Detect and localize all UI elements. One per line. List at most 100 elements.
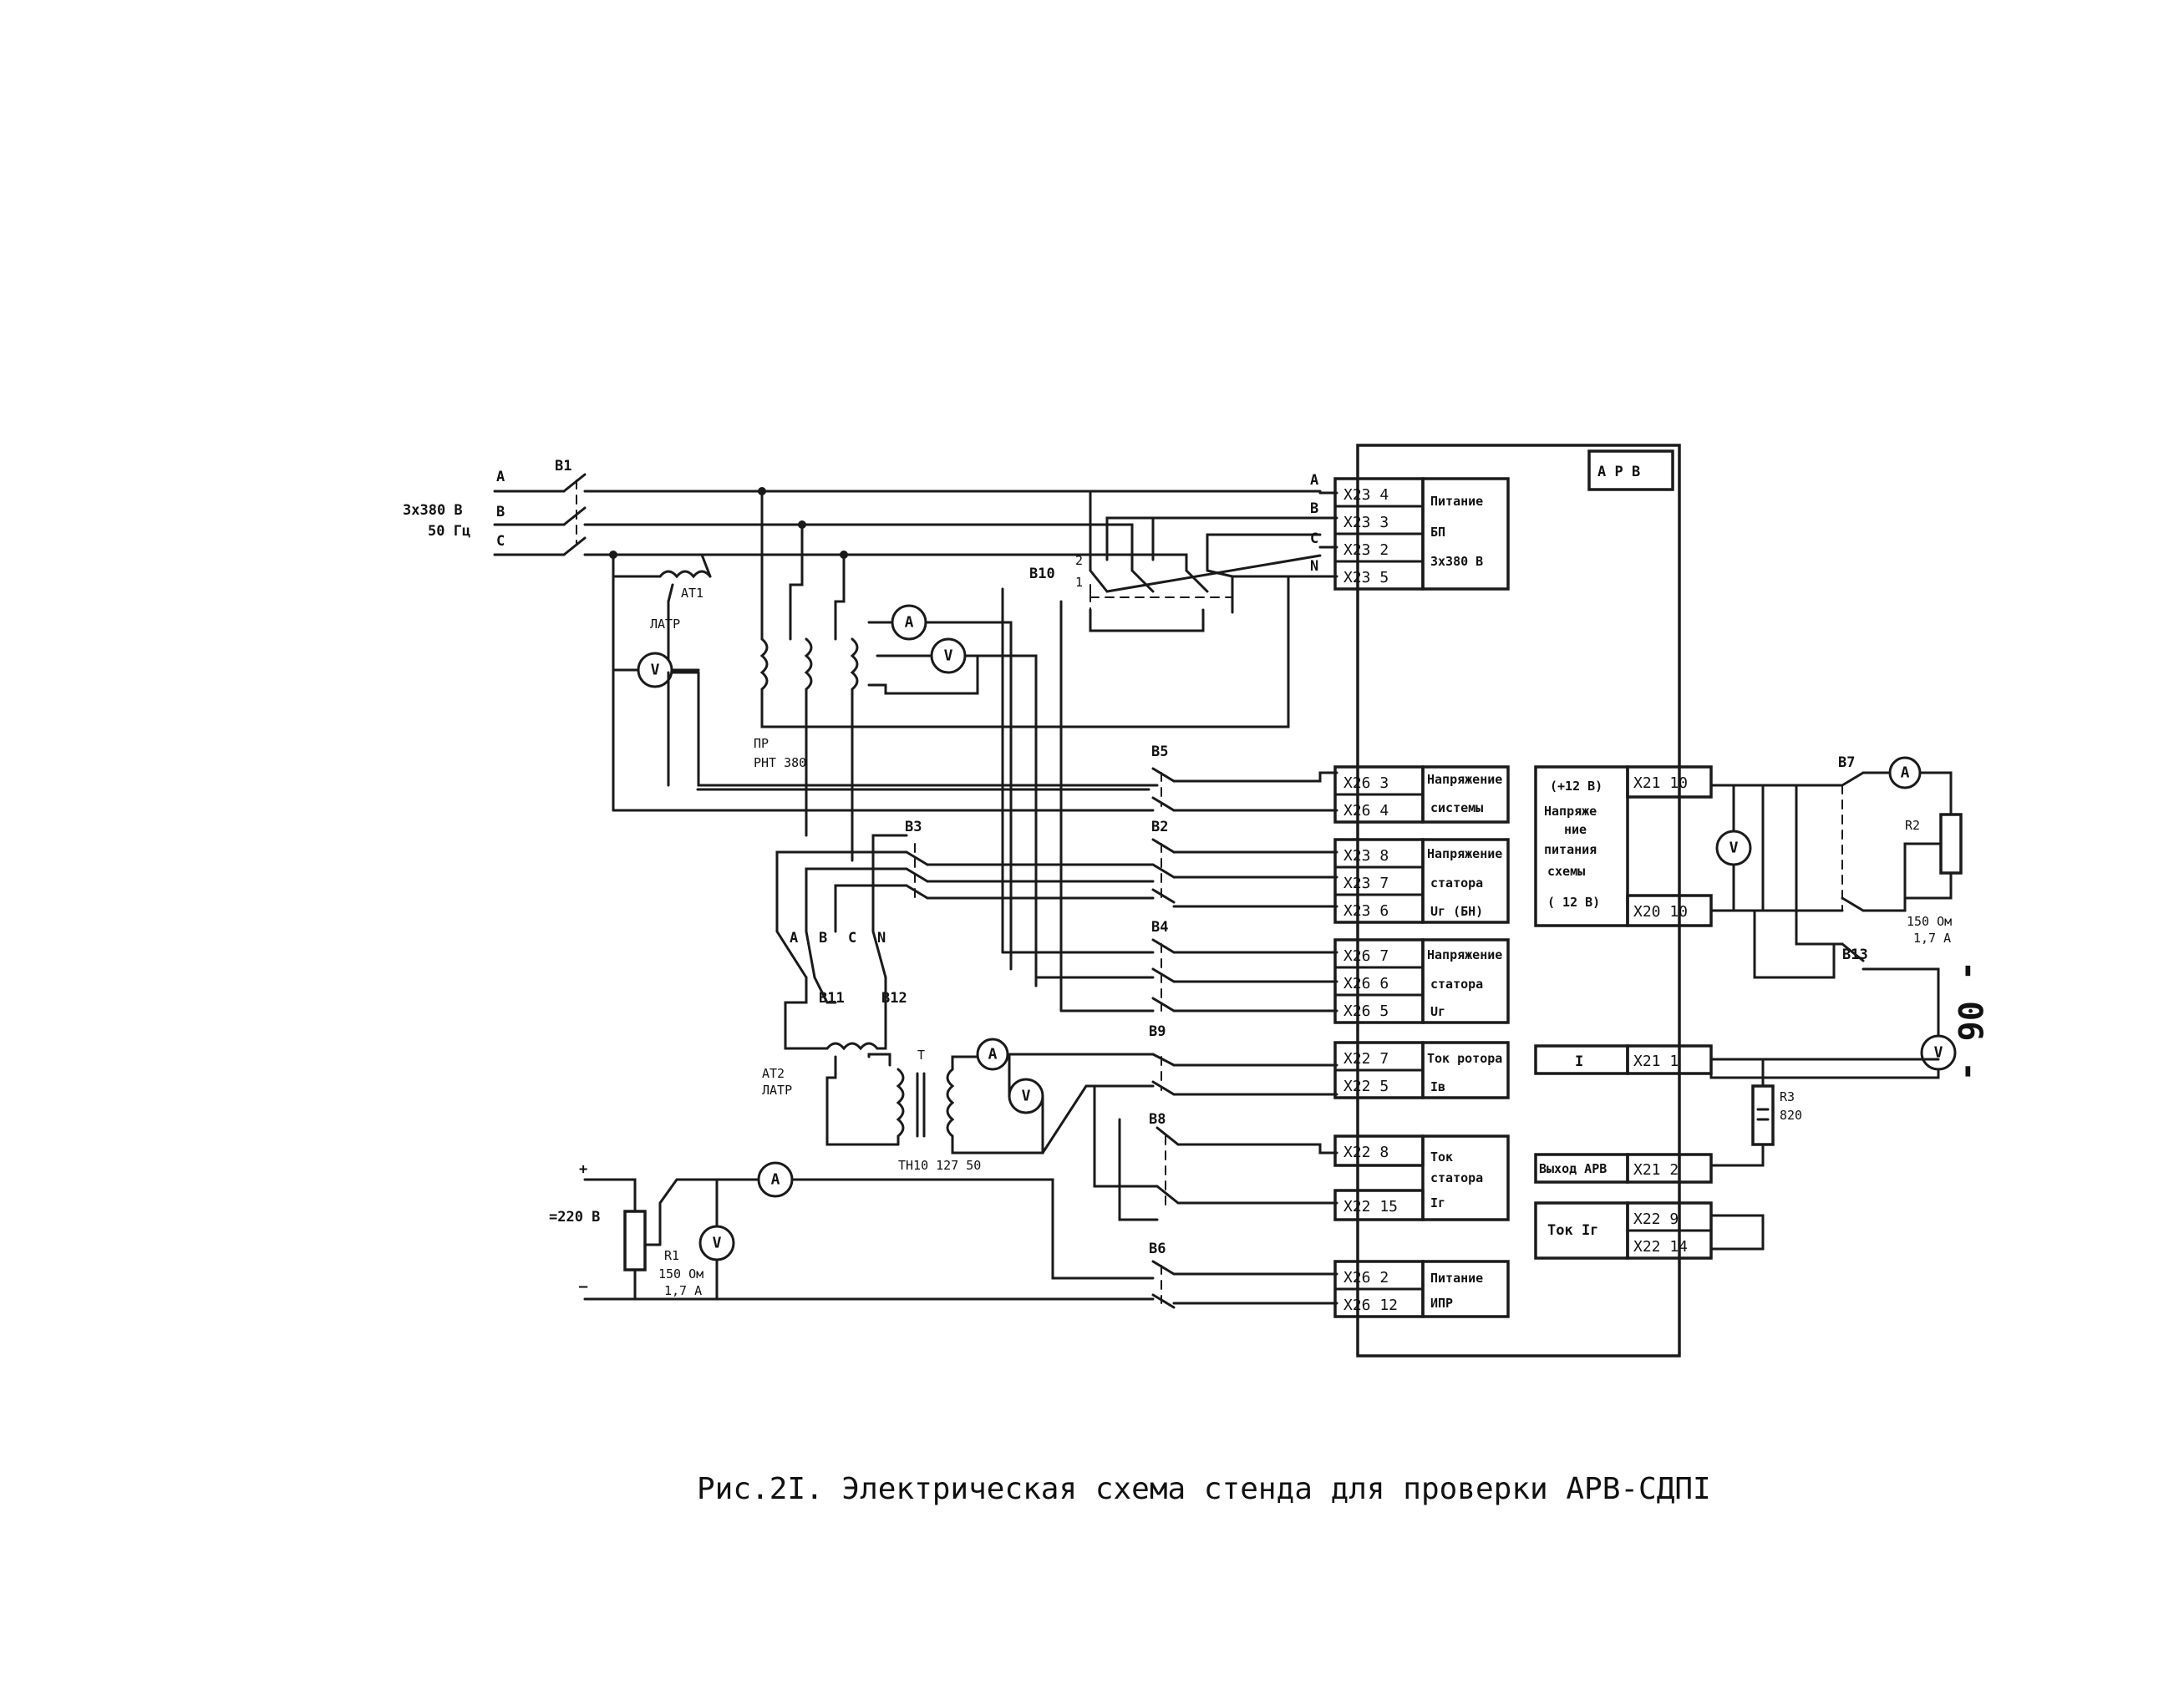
svg-text:2: 2 bbox=[1075, 553, 1083, 568]
rotor-current-desc bbox=[1421, 1041, 1510, 1099]
svg-text:статора: статора bbox=[1430, 875, 1483, 891]
svg-text:A: A bbox=[771, 1171, 780, 1189]
conn-x22-14: X22 14 bbox=[1633, 1238, 1688, 1256]
conn-x20-10: X20 10 bbox=[1633, 903, 1688, 921]
conn-x23-3: X23 3 bbox=[1343, 514, 1389, 531]
latr1-label: ЛАТР bbox=[650, 617, 680, 632]
conn-x26-7: X26 7 bbox=[1343, 947, 1389, 965]
one-label: I bbox=[1575, 1053, 1583, 1070]
pr-label: ПР bbox=[754, 736, 769, 751]
svg-text:статора: статора bbox=[1430, 1170, 1483, 1185]
svg-text:1,7 А: 1,7 А bbox=[1913, 931, 1951, 946]
phase-b-bus bbox=[583, 523, 1134, 572]
conn-x26-4: X26 4 bbox=[1343, 802, 1389, 820]
conn-x26-5: X26 5 bbox=[1343, 1002, 1389, 1020]
stand-supply-desc bbox=[1534, 765, 1629, 927]
svg-text:V: V bbox=[1729, 840, 1739, 857]
switch-b12-label: В12 bbox=[881, 990, 907, 1007]
switch-b4-label: В4 bbox=[1151, 919, 1168, 936]
switch-b10-label: В10 bbox=[1029, 566, 1055, 582]
arv-output-label: Выход АРВ bbox=[1539, 1161, 1607, 1176]
svg-text:Uг: Uг bbox=[1430, 1004, 1445, 1019]
svg-text:С: С bbox=[848, 930, 856, 947]
switch-b6-label: В6 bbox=[1149, 1241, 1166, 1257]
switch-b7-label: В7 bbox=[1838, 754, 1855, 771]
resistor-r3 bbox=[1751, 1084, 1775, 1146]
bp-desc bbox=[1421, 477, 1510, 591]
r1-label: R1 bbox=[664, 1248, 679, 1263]
svg-text:150 Ом: 150 Ом bbox=[1907, 914, 1952, 929]
arv-block bbox=[1356, 444, 1681, 1358]
conn-x21-1: X21 1 bbox=[1633, 1053, 1679, 1070]
switch-b8-label: В8 bbox=[1149, 1111, 1166, 1128]
svg-text:А: А bbox=[1310, 472, 1318, 489]
svg-text:150 Ом: 150 Ом bbox=[658, 1266, 703, 1282]
x21-2-box bbox=[1626, 1153, 1713, 1184]
conn-x23-7: X23 7 bbox=[1343, 875, 1389, 892]
phase-b-label: B bbox=[496, 504, 505, 520]
switch-b3-label: В3 bbox=[905, 819, 922, 835]
svg-text:статора: статора bbox=[1430, 977, 1483, 992]
svg-text:Ток: Ток bbox=[1430, 1150, 1453, 1165]
svg-text:Iг: Iг bbox=[1430, 1195, 1445, 1210]
arv-title-box bbox=[1587, 449, 1674, 491]
ipr-desc bbox=[1421, 1260, 1510, 1318]
figure-caption: Рис.2I. Электрическая схема стенда для п… bbox=[697, 1472, 1711, 1506]
conn-x23-8: X23 8 bbox=[1343, 847, 1389, 865]
sys-voltage-desc bbox=[1421, 765, 1510, 824]
svg-text:V: V bbox=[944, 647, 953, 665]
conn-x26-2: X26 2 bbox=[1343, 1269, 1389, 1287]
phase-c-bus bbox=[583, 553, 1188, 572]
conn-x22-5: X22 5 bbox=[1343, 1078, 1389, 1095]
tn-label: ТН10 127 50 bbox=[898, 1158, 981, 1173]
current-ig-label: Ток Iг bbox=[1547, 1222, 1598, 1239]
at1-label: АТ1 bbox=[681, 586, 703, 601]
switch-b5-label: В5 bbox=[1151, 744, 1168, 760]
dc-minus-label: – bbox=[579, 1278, 588, 1295]
conn-x22-8: X22 8 bbox=[1343, 1144, 1389, 1161]
svg-text:N: N bbox=[1310, 558, 1318, 575]
svg-text:N: N bbox=[877, 930, 886, 947]
latr2-label: ЛАТР bbox=[762, 1083, 792, 1098]
svg-text:системы: системы bbox=[1430, 800, 1483, 815]
rnt-label: РНТ 380 bbox=[754, 755, 806, 770]
svg-text:V: V bbox=[651, 662, 660, 679]
svg-text:1,7 А: 1,7 А bbox=[664, 1283, 702, 1298]
svg-text:С: С bbox=[1310, 530, 1318, 547]
supply-voltage-label: 3х380 В bbox=[403, 502, 463, 519]
conn-x23-6: X23 6 bbox=[1343, 902, 1389, 920]
resistor-r2 bbox=[1939, 813, 1963, 875]
svg-text:схемы: схемы bbox=[1547, 864, 1585, 879]
stator-voltage-bn-desc bbox=[1421, 838, 1510, 924]
phase-a-bus bbox=[583, 490, 1092, 572]
svg-text:Iв: Iв bbox=[1430, 1079, 1445, 1094]
svg-text:Питание: Питание bbox=[1430, 1271, 1483, 1286]
svg-text:A: A bbox=[1901, 764, 1910, 782]
switch-b11-label: В11 bbox=[819, 990, 845, 1007]
stand-supply-conn-top bbox=[1626, 765, 1713, 799]
conn-x22-7: X22 7 bbox=[1343, 1050, 1389, 1068]
svg-text:Ток ротора: Ток ротора bbox=[1427, 1051, 1502, 1066]
conn-x23-5: X23 5 bbox=[1343, 569, 1389, 586]
svg-text:Напряжение: Напряжение bbox=[1427, 846, 1502, 861]
stator-voltage-desc bbox=[1421, 938, 1510, 1024]
conn-x22-9: X22 9 bbox=[1633, 1210, 1679, 1228]
r3-label: R3 bbox=[1780, 1089, 1795, 1104]
svg-text:В: В bbox=[1310, 500, 1318, 517]
dc-voltage-label: =220 В bbox=[549, 1209, 600, 1226]
svg-text:Uг (БН): Uг (БН) bbox=[1430, 904, 1483, 919]
switch-b2-label: В2 bbox=[1151, 819, 1168, 835]
at2-label: АТ2 bbox=[762, 1066, 785, 1081]
svg-text:В: В bbox=[819, 930, 827, 947]
conn-x26-6: X26 6 bbox=[1343, 975, 1389, 992]
svg-text:3х380 В: 3х380 В bbox=[1430, 554, 1483, 569]
svg-text:питания: питания bbox=[1544, 842, 1597, 857]
svg-text:ИПР: ИПР bbox=[1430, 1296, 1453, 1311]
conn-x22-15: X22 15 bbox=[1343, 1198, 1398, 1216]
svg-text:А: А bbox=[790, 930, 798, 947]
conn-x23-4: X23 4 bbox=[1343, 486, 1389, 504]
svg-text:A: A bbox=[988, 1046, 998, 1063]
svg-text:V: V bbox=[1022, 1088, 1031, 1105]
svg-text:V: V bbox=[1934, 1044, 1943, 1062]
dc-plus-label: + bbox=[579, 1161, 587, 1178]
